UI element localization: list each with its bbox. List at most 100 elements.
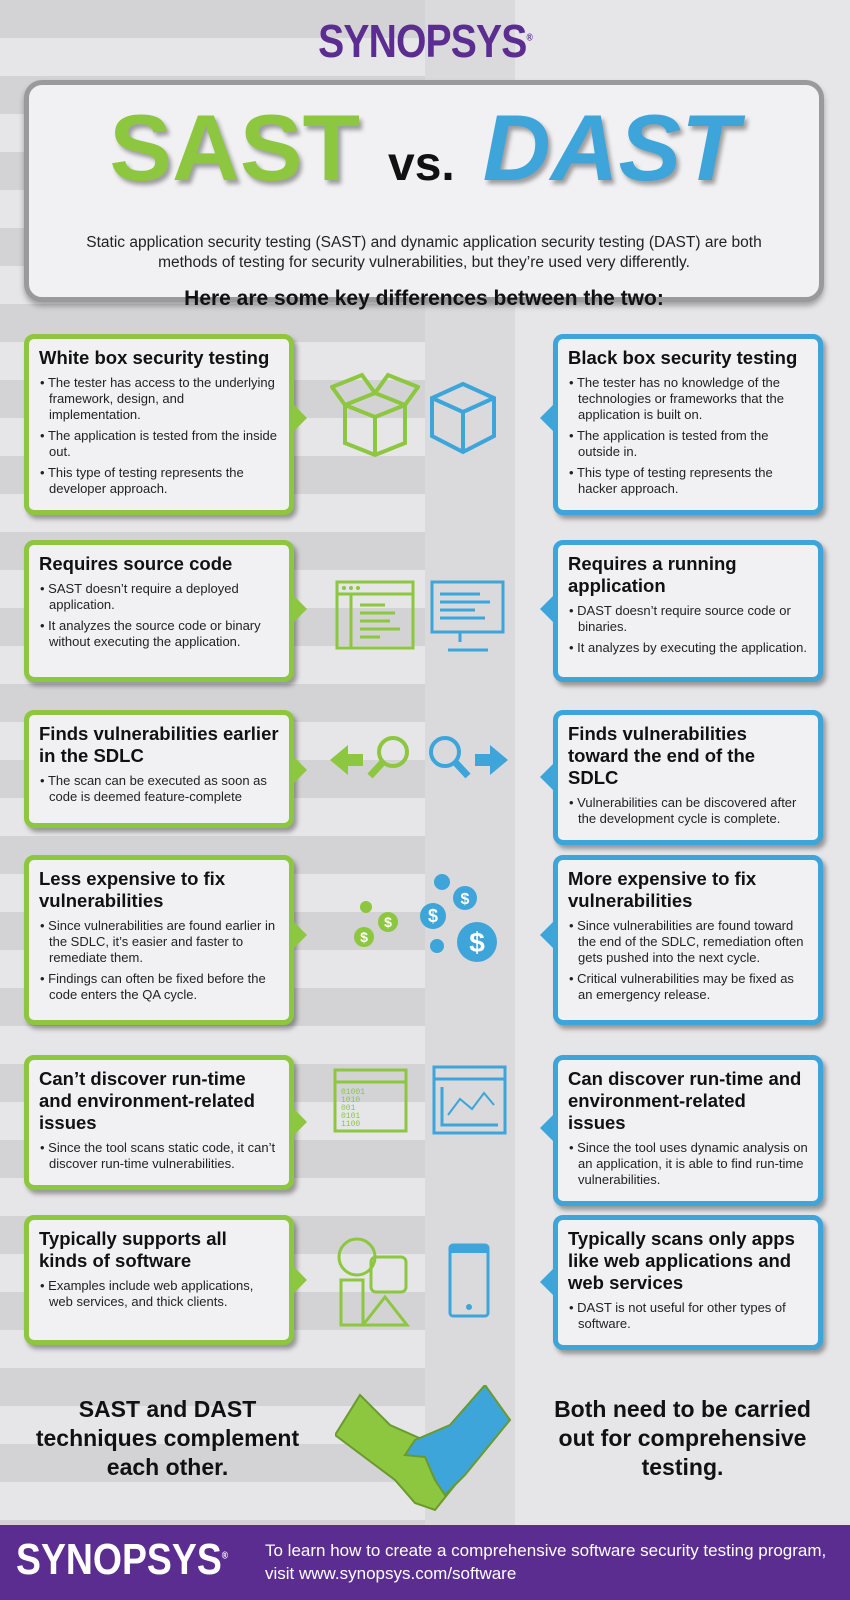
dast-card: Typically scans only apps like web appli… [540, 1215, 823, 1350]
bullet-list: Since the tool scans static code, it can… [39, 1140, 279, 1172]
magnifier-arrow-right-icon [429, 736, 508, 779]
sast-title: SAST [109, 95, 361, 200]
pointer-arrow [540, 1267, 554, 1296]
pointer-arrow [293, 595, 307, 624]
svg-text:01001: 01001 [341, 1088, 365, 1097]
svg-text:001: 001 [341, 1104, 356, 1113]
vs-text: vs. [388, 138, 455, 191]
pointer-arrow [293, 1265, 307, 1294]
card-title: Requires a running application [568, 553, 737, 596]
dast-card: Finds vulnerabilities toward the end of … [540, 710, 823, 845]
subheading: Here are some key differences between th… [184, 287, 664, 310]
dast-card: Can discover run-time and environment-re… [540, 1055, 823, 1206]
card-title: Can discover run-time and environment-re… [568, 1068, 802, 1133]
svg-text:1100: 1100 [341, 1120, 360, 1129]
pointer-arrow [540, 595, 554, 624]
svg-text:$: $ [469, 927, 485, 958]
pointer-arrow [540, 762, 554, 791]
bullet-item: Findings can often be fixed before the c… [39, 971, 279, 1003]
card-title: Less expensive to fix vulnerabilities [39, 868, 226, 911]
svg-text:$: $ [461, 891, 470, 908]
card-title: White box security testing [39, 347, 270, 368]
bullet-item: DAST doesn’t require source code or bina… [568, 603, 808, 635]
svg-text:$: $ [384, 914, 392, 930]
bullet-item: Since the tool uses dynamic analysis on … [568, 1140, 808, 1188]
dast-card: Black box security testingThe tester has… [540, 334, 823, 515]
card-title: Finds vulnerabilities toward the end of … [568, 723, 756, 788]
bullet-item: The application is tested from the outsi… [568, 428, 808, 460]
bullet-list: Since vulnerabilities are found earlier … [39, 918, 279, 1003]
dast-card: More expensive to fix vulnerabilitiesSin… [540, 855, 823, 1025]
pointer-arrow [540, 1113, 554, 1142]
closing-right-text: Both need to be carried out for comprehe… [554, 1396, 811, 1480]
software-shapes-icon [337, 1237, 410, 1327]
bullet-item: The scan can be executed as soon as code… [39, 773, 279, 805]
bullet-list: Examples include web applications, web s… [39, 1278, 279, 1310]
pointer-arrow [540, 920, 554, 949]
bullet-item: It analyzes the source code or binary wi… [39, 618, 279, 650]
bullet-list: Since the tool uses dynamic analysis on … [568, 1140, 808, 1188]
bullet-item: The application is tested from the insid… [39, 428, 279, 460]
pointer-arrow [293, 1107, 307, 1136]
footer-cta-text: To learn how to create a comprehensive s… [265, 1541, 827, 1583]
pointer-arrow [293, 920, 307, 949]
bullet-item: The tester has access to the underlying … [39, 375, 279, 423]
card-title: Black box security testing [568, 347, 798, 368]
bullet-list: The tester has access to the underlying … [39, 375, 279, 497]
dast-title: DAST [482, 95, 739, 200]
svg-text:$: $ [428, 906, 438, 926]
closing-left-text: SAST and DAST techniques complement each… [35, 1396, 300, 1480]
footer-synopsys-logo: SYNOPSYS® [16, 1535, 229, 1584]
dast-card: Requires a running applicationDAST doesn… [540, 540, 823, 682]
card-title: Finds vulnerabilities earlier in the SDL… [39, 723, 279, 766]
monitor-icon [430, 580, 505, 652]
large-coins-icon: $ $ $ [420, 874, 497, 962]
footer: SYNOPSYS® To learn how to create a compr… [0, 1525, 850, 1600]
bullet-item: Vulnerabilities can be discovered after … [568, 795, 808, 827]
bullet-list: DAST is not useful for other types of so… [568, 1300, 808, 1332]
bullet-list: The scan can be executed as soon as code… [39, 773, 279, 805]
card-title: Typically supports all kinds of software [39, 1228, 227, 1271]
svg-text:1010: 1010 [341, 1096, 360, 1105]
bullet-list: SAST doesn’t require a deployed applicat… [39, 581, 279, 650]
sast-card: Requires source codeSAST doesn’t require… [24, 540, 307, 682]
bullet-list: Vulnerabilities can be discovered after … [568, 795, 808, 827]
bullet-list: The tester has no knowledge of the techn… [568, 375, 808, 497]
closed-box-icon [430, 381, 496, 455]
mobile-phone-icon [448, 1243, 490, 1318]
source-code-window-icon [335, 580, 415, 650]
bullet-item: Examples include web applications, web s… [39, 1278, 279, 1310]
bullet-list: Since vulnerabilities are found toward t… [568, 918, 808, 1003]
sast-card: Can’t discover run-time and environment-… [24, 1055, 307, 1190]
pointer-arrow [293, 403, 307, 432]
open-box-icon [330, 372, 420, 458]
bullet-item: Critical vulnerabilities may be fixed as… [568, 971, 808, 1003]
sast-card: Finds vulnerabilities earlier in the SDL… [24, 710, 307, 828]
sast-card: White box security testingThe tester has… [24, 334, 307, 515]
sast-card: Less expensive to fix vulnerabilitiesSin… [24, 855, 307, 1025]
svg-text:0101: 0101 [341, 1112, 360, 1121]
card-title: Typically scans only apps like web appli… [568, 1228, 795, 1293]
bullet-item: The tester has no knowledge of the techn… [568, 375, 808, 423]
pointer-arrow [293, 756, 307, 785]
bullet-item: This type of testing represents the deve… [39, 465, 279, 497]
bullet-item: Since the tool scans static code, it can… [39, 1140, 279, 1172]
intro-text: Static application security testing (SAS… [86, 234, 762, 271]
svg-text:$: $ [360, 929, 368, 945]
bullet-item: SAST doesn’t require a deployed applicat… [39, 581, 279, 613]
card-title: Requires source code [39, 553, 233, 574]
bullet-item: This type of testing represents the hack… [568, 465, 808, 497]
pointer-arrow [540, 403, 554, 432]
synopsys-logo: SYNOPSYS® [318, 15, 533, 67]
bullet-item: DAST is not useful for other types of so… [568, 1300, 808, 1332]
bullet-list: DAST doesn’t require source code or bina… [568, 603, 808, 656]
card-title: Can’t discover run-time and environment-… [39, 1068, 255, 1133]
bullet-item: Since vulnerabilities are found toward t… [568, 918, 808, 966]
small-coins-icon: $$ [354, 901, 398, 947]
bullet-item: It analyzes by executing the application… [568, 640, 808, 656]
sast-card: Typically supports all kinds of software… [24, 1215, 307, 1345]
magnifier-arrow-left-icon [330, 736, 409, 779]
